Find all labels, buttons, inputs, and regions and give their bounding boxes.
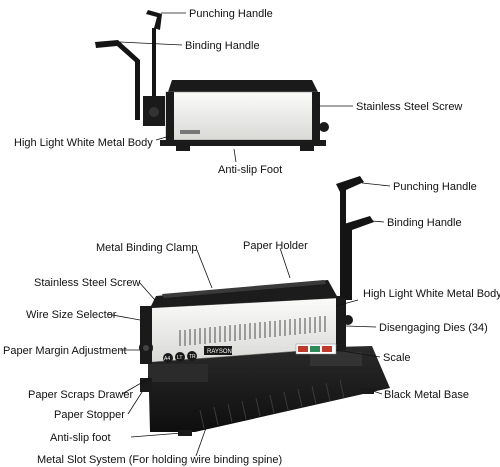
top-binding-handle	[95, 40, 140, 120]
bottom-label-paper-stopper: Paper Stopper	[54, 409, 125, 421]
bottom-label-paper-holder: Paper Holder	[243, 240, 308, 252]
bottom-machine: RAYSON A4 LT TR	[139, 176, 390, 436]
bottom-paper-scraps-drawer	[148, 364, 208, 382]
top-machine	[95, 10, 329, 151]
top-label-stainless-steel-screw: Stainless Steel Screw	[356, 101, 462, 113]
bottom-scale	[296, 344, 336, 354]
bottom-label-paper-scraps-drawer: Paper Scraps Drawer	[28, 389, 133, 401]
bottom-label-punching-handle: Punching Handle	[393, 181, 477, 193]
bottom-label-disengaging-dies: Disengaging Dies (34)	[379, 322, 488, 334]
bottom-dies-knob	[343, 315, 353, 325]
bottom-brand-text: RAYSON	[207, 349, 232, 355]
bottom-label-paper-margin-adjustment: Paper Margin Adjustment	[3, 345, 127, 357]
bottom-size-badge-lt: LT	[177, 355, 182, 361]
top-label-anti-slip-foot: Anti-slip Foot	[218, 164, 282, 176]
bottom-label-metal-slot-system: Metal Slot System (For holding wire bind…	[37, 454, 282, 466]
top-screw-knob	[319, 122, 329, 132]
bottom-label-metal-binding-clamp: Metal Binding Clamp	[96, 242, 198, 254]
top-label-punching-handle: Punching Handle	[189, 8, 273, 20]
bottom-wire-size-selector	[140, 316, 152, 328]
top-foot-right	[300, 146, 314, 151]
bottom-label-wire-size-selector: Wire Size Selector	[26, 309, 117, 321]
bottom-label-stainless-steel-screw: Stainless Steel Screw	[34, 277, 140, 289]
top-cover	[168, 80, 318, 92]
bottom-size-badge-tr: TR	[189, 354, 196, 360]
bottom-left-side-plate	[140, 306, 152, 364]
top-label-body: High Light White Metal Body	[14, 137, 153, 149]
bottom-size-badge-a4: A4	[164, 356, 170, 362]
bottom-label-anti-slip-foot: Anti-slip foot	[50, 432, 111, 444]
top-base	[160, 140, 326, 146]
bottom-label-body: High Light White Metal Body	[363, 288, 500, 300]
bottom-label-black-metal-base: Black Metal Base	[384, 389, 469, 401]
bottom-label-scale: Scale	[383, 352, 411, 364]
top-label-binding-handle: Binding Handle	[185, 40, 260, 52]
top-foot-left	[176, 146, 190, 151]
bottom-label-binding-handle: Binding Handle	[387, 217, 462, 229]
